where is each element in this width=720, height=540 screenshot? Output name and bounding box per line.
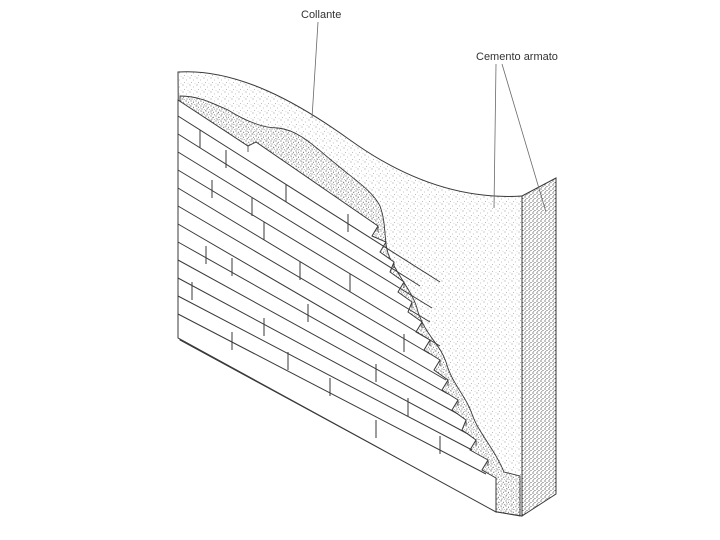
tile-field <box>177 99 497 513</box>
tile-edge-steps <box>247 146 497 484</box>
leader-lines <box>311 21 547 213</box>
leader-adhesive <box>311 21 319 119</box>
tile-course-lines <box>177 115 487 475</box>
leader-concrete-face <box>493 63 497 209</box>
concrete-wall-side <box>521 177 557 517</box>
tile-joints <box>191 130 441 454</box>
label-reinforced-concrete: Cemento armato <box>476 51 558 63</box>
leader-concrete-side <box>501 63 547 213</box>
label-adhesive: Collante <box>301 9 342 21</box>
